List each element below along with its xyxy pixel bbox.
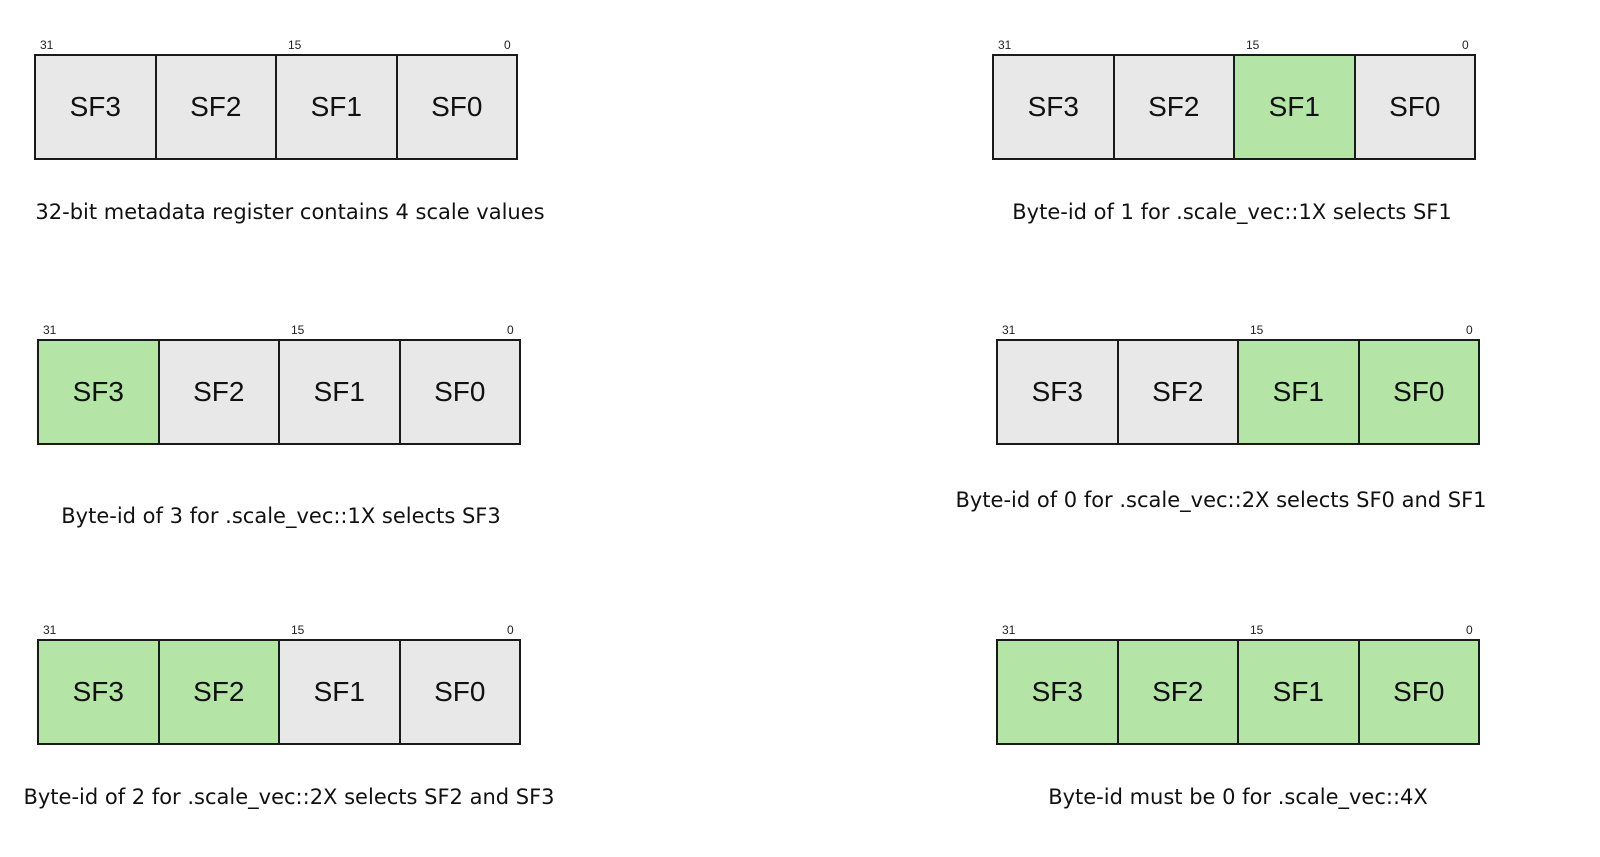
bit-index-row: 31 15 0 <box>996 623 1480 639</box>
scale-factor-cell: SF1 <box>278 341 399 443</box>
scale-factor-cell: SF3 <box>39 641 158 743</box>
scale-factor-cell: SF2 <box>157 641 278 743</box>
scale-factor-cell: SF2 <box>154 56 275 158</box>
scale-factor-cell: SF2 <box>157 341 278 443</box>
scale-factor-cell: SF1 <box>275 56 396 158</box>
bit-label-31: 31 <box>1002 623 1016 637</box>
scale-factor-cell: SF2 <box>1116 641 1237 743</box>
metadata-register: SF3 SF2 SF1 SF0 <box>996 339 1480 445</box>
panel-caption: Byte-id must be 0 for .scale_vec::4X <box>1048 785 1428 809</box>
scale-factor-cell: SF3 <box>998 641 1117 743</box>
bit-label-31: 31 <box>43 623 57 637</box>
scale-factor-cell: SF3 <box>39 341 158 443</box>
scale-factor-cell: SF3 <box>994 56 1113 158</box>
register-panel-sf1: 31 15 0 SF3 SF2 SF1 SF0 Byte-id of 1 for… <box>992 38 1552 238</box>
scale-factor-cell: SF0 <box>1357 341 1478 443</box>
bit-label-0: 0 <box>507 323 514 337</box>
scale-factor-cell: SF1 <box>1233 56 1354 158</box>
scale-factor-cell: SF1 <box>1237 341 1358 443</box>
bit-index-row: 31 15 0 <box>992 38 1476 54</box>
scale-factor-cell: SF1 <box>1237 641 1358 743</box>
scale-factor-cell: SF0 <box>398 641 519 743</box>
scale-factor-cell: SF3 <box>36 56 155 158</box>
metadata-register: SF3 SF2 SF1 SF0 <box>37 639 521 745</box>
metadata-register: SF3 SF2 SF1 SF0 <box>996 639 1480 745</box>
bit-index-row: 31 15 0 <box>996 323 1480 339</box>
register-panel-all: 31 15 0 SF3 SF2 SF1 SF0 32-bit metadata … <box>34 38 594 238</box>
bit-index-row: 31 15 0 <box>34 38 518 54</box>
scale-factor-cell: SF0 <box>1357 641 1478 743</box>
scale-factor-cell: SF0 <box>398 341 519 443</box>
panel-caption: Byte-id of 3 for .scale_vec::1X selects … <box>61 504 501 528</box>
scale-factor-cell: SF0 <box>395 56 516 158</box>
bit-label-31: 31 <box>43 323 57 337</box>
bit-label-0: 0 <box>1462 38 1469 52</box>
bit-label-31: 31 <box>998 38 1012 52</box>
register-panel-sf2-sf3: 31 15 0 SF3 SF2 SF1 SF0 Byte-id of 2 for… <box>23 623 597 823</box>
bit-label-15: 15 <box>1250 623 1264 637</box>
bit-label-15: 15 <box>291 323 305 337</box>
scale-factor-cell: SF0 <box>1353 56 1474 158</box>
register-panel-all-selected: 31 15 0 SF3 SF2 SF1 SF0 Byte-id must be … <box>996 623 1556 823</box>
bit-label-15: 15 <box>1246 38 1260 52</box>
panel-caption: Byte-id of 0 for .scale_vec::2X selects … <box>955 488 1487 512</box>
bit-index-row: 31 15 0 <box>37 323 521 339</box>
scale-factor-cell: SF2 <box>1116 341 1237 443</box>
bit-label-15: 15 <box>288 38 302 52</box>
metadata-register: SF3 SF2 SF1 SF0 <box>37 339 521 445</box>
bit-label-0: 0 <box>1466 623 1473 637</box>
bit-label-0: 0 <box>1466 323 1473 337</box>
bit-label-15: 15 <box>1250 323 1264 337</box>
register-panel-sf0-sf1: 31 15 0 SF3 SF2 SF1 SF0 Byte-id of 0 for… <box>955 323 1556 523</box>
panel-caption: Byte-id of 1 for .scale_vec::1X selects … <box>1012 200 1452 224</box>
bit-label-31: 31 <box>1002 323 1016 337</box>
metadata-register: SF3 SF2 SF1 SF0 <box>992 54 1476 160</box>
bit-index-row: 31 15 0 <box>37 623 521 639</box>
bit-label-31: 31 <box>40 38 54 52</box>
panel-caption: Byte-id of 2 for .scale_vec::2X selects … <box>23 785 555 809</box>
bit-label-0: 0 <box>504 38 511 52</box>
scale-factor-cell: SF1 <box>278 641 399 743</box>
bit-label-15: 15 <box>291 623 305 637</box>
metadata-register: SF3 SF2 SF1 SF0 <box>34 54 518 160</box>
bit-label-0: 0 <box>507 623 514 637</box>
scale-factor-cell: SF3 <box>998 341 1117 443</box>
scale-factor-cell: SF2 <box>1112 56 1233 158</box>
register-panel-sf3: 31 15 0 SF3 SF2 SF1 SF0 Byte-id of 3 for… <box>37 323 597 528</box>
panel-caption: 32-bit metadata register contains 4 scal… <box>35 200 545 224</box>
